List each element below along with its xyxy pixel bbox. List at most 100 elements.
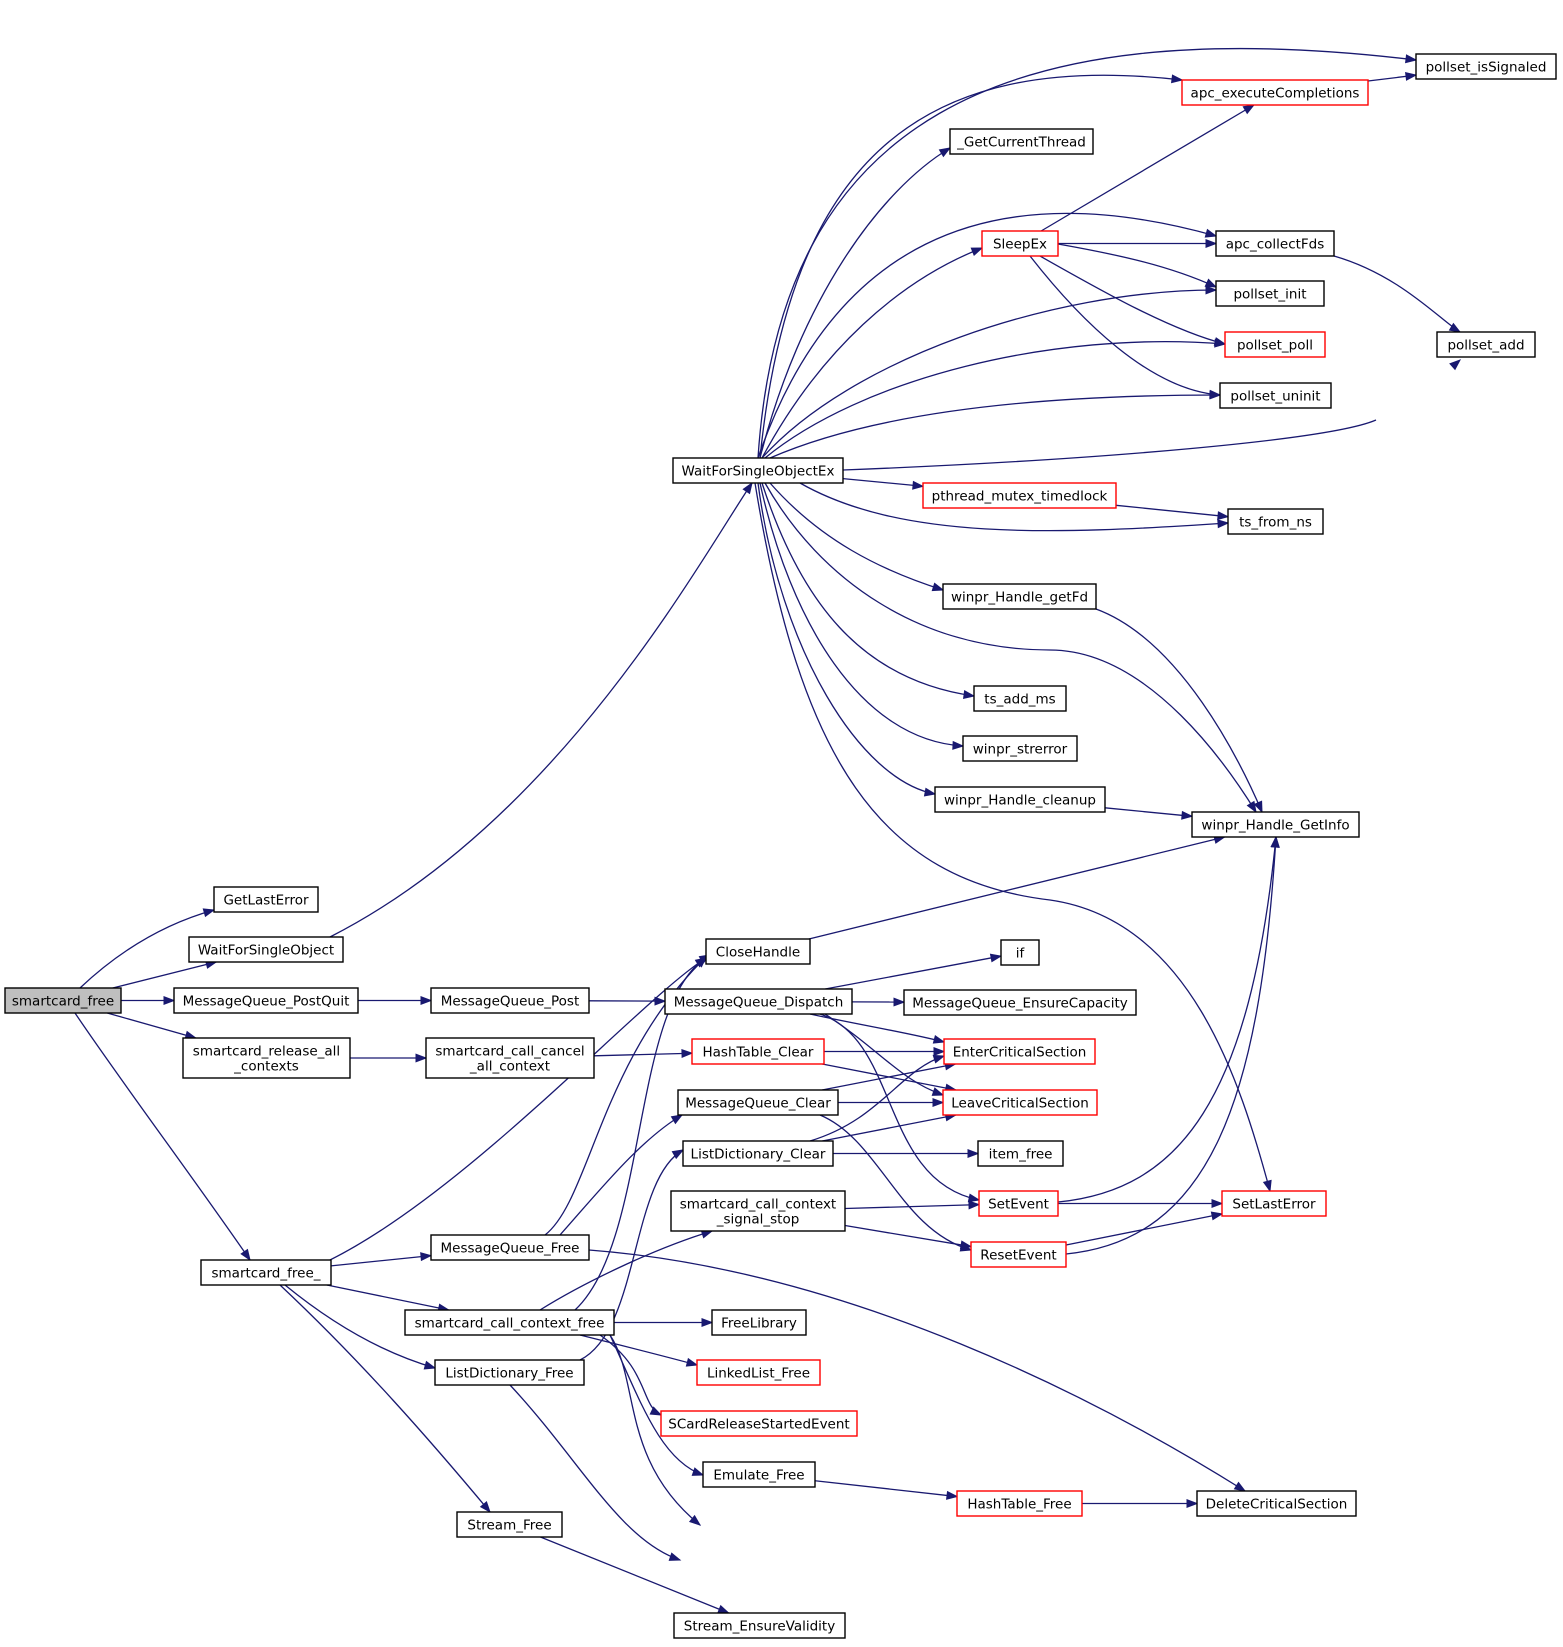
node-MessageQueue_Post[interactable]: MessageQueue_Post [430,987,590,1014]
node-ResetEvent[interactable]: ResetEvent [970,1241,1067,1268]
node-WaitForSingleObject[interactable]: WaitForSingleObject [188,936,344,963]
node-apc_executeCompletions[interactable]: apc_executeCompletions [1181,79,1369,106]
node-smartcard_release_all_contexts[interactable]: smartcard_release_all_contexts [182,1037,351,1079]
node-item_free[interactable]: item_free [977,1140,1064,1167]
node-MessageQueue_PostQuit[interactable]: MessageQueue_PostQuit [173,987,359,1014]
node-box[interactable] [903,989,1137,1016]
node-box[interactable] [1215,230,1335,257]
node-HashTable_Clear[interactable]: HashTable_Clear [691,1038,825,1065]
node-MessageQueue_EnsureCapacity[interactable]: MessageQueue_EnsureCapacity [903,989,1137,1016]
node-SetLastError[interactable]: SetLastError [1221,1190,1327,1217]
node-box[interactable] [943,1038,1096,1065]
node-Stream_Free[interactable]: Stream_Free [456,1511,563,1538]
node-box[interactable] [1436,331,1536,358]
node-box[interactable] [670,1190,846,1232]
node-box[interactable] [1224,331,1326,358]
node-box[interactable] [434,1359,585,1386]
node-box[interactable] [430,1234,590,1261]
node-pollset_add[interactable]: pollset_add [1436,331,1536,358]
node-LeaveCriticalSection[interactable]: LeaveCriticalSection [942,1089,1098,1116]
node-if[interactable]: if [1000,939,1040,966]
node-ts_from_ns[interactable]: ts_from_ns [1227,508,1324,535]
node-box[interactable] [660,1410,858,1437]
node-box[interactable] [682,1140,834,1167]
node-box[interactable] [213,886,319,913]
node-Emulate_Free[interactable]: Emulate_Free [702,1461,816,1488]
node-smartcard_call_context_signal_stop[interactable]: smartcard_call_context_signal_stop [670,1190,846,1232]
node-box[interactable] [677,1089,839,1116]
node-pollset_isSignaled[interactable]: pollset_isSignaled [1415,53,1557,80]
node-apc_collectFds[interactable]: apc_collectFds [1215,230,1335,257]
node-box[interactable] [942,1089,1098,1116]
node-MessageQueue_Clear[interactable]: MessageQueue_Clear [677,1089,839,1116]
node-Stream_EnsureValidity[interactable]: Stream_EnsureValidity [673,1612,846,1639]
node-SleepEx[interactable]: SleepEx [981,230,1059,257]
node-box[interactable] [970,1241,1067,1268]
node-box[interactable] [949,128,1094,155]
node-HashTable_Free[interactable]: HashTable_Free [956,1490,1083,1517]
node-SetEvent[interactable]: SetEvent [978,1190,1059,1217]
node-MessageQueue_Dispatch[interactable]: MessageQueue_Dispatch [664,988,853,1015]
node-box[interactable] [456,1511,563,1538]
node-winpr_Handle_cleanup[interactable]: winpr_Handle_cleanup [934,786,1106,813]
node-ListDictionary_Free[interactable]: ListDictionary_Free [434,1359,585,1386]
node-_GetCurrentThread[interactable]: _GetCurrentThread [949,128,1094,155]
node-DeleteCriticalSection[interactable]: DeleteCriticalSection [1196,1490,1357,1517]
node-box[interactable] [973,685,1067,712]
node-box[interactable] [922,482,1117,509]
node-smartcard_free[interactable]: smartcard_free [4,987,122,1014]
node-GetLastError[interactable]: GetLastError [213,886,319,913]
node-smartcard_call_context_free[interactable]: smartcard_call_context_free [404,1309,615,1336]
node-pollset_poll[interactable]: pollset_poll [1224,331,1326,358]
node-box[interactable] [173,987,359,1014]
node-box[interactable] [188,936,344,963]
node-box[interactable] [1191,811,1360,838]
node-WaitForSingleObjectEx[interactable]: WaitForSingleObjectEx [672,457,844,484]
node-box[interactable] [1181,79,1369,106]
node-box[interactable] [1000,939,1040,966]
node-winpr_Handle_getFd[interactable]: winpr_Handle_getFd [942,583,1097,610]
node-box[interactable] [981,230,1059,257]
node-EnterCriticalSection[interactable]: EnterCriticalSection [943,1038,1096,1065]
node-ListDictionary_Clear[interactable]: ListDictionary_Clear [682,1140,834,1167]
node-box[interactable] [711,1309,807,1336]
node-box[interactable] [962,735,1078,762]
node-box[interactable] [705,938,811,965]
node-pollset_init[interactable]: pollset_init [1215,280,1325,307]
node-pollset_uninit[interactable]: pollset_uninit [1219,382,1332,409]
node-box[interactable] [430,987,590,1014]
node-LinkedList_Free[interactable]: LinkedList_Free [696,1359,821,1386]
node-SCardReleaseStartedEvent[interactable]: SCardReleaseStartedEvent [660,1410,858,1437]
node-winpr_Handle_GetInfo[interactable]: winpr_Handle_GetInfo [1191,811,1360,838]
node-box[interactable] [702,1461,816,1488]
node-box[interactable] [942,583,1097,610]
node-box[interactable] [977,1140,1064,1167]
node-box[interactable] [1227,508,1324,535]
node-box[interactable] [1221,1190,1327,1217]
node-smartcard_call_cancel_all_context[interactable]: smartcard_call_cancel_all_context [425,1037,595,1079]
node-FreeLibrary[interactable]: FreeLibrary [711,1309,807,1336]
node-box[interactable] [1415,53,1557,80]
node-ts_add_ms[interactable]: ts_add_ms [973,685,1067,712]
node-box[interactable] [425,1037,595,1079]
node-box[interactable] [182,1037,351,1079]
node-pthread_mutex_timedlock[interactable]: pthread_mutex_timedlock [922,482,1117,509]
node-box[interactable] [672,457,844,484]
node-box[interactable] [1215,280,1325,307]
node-box[interactable] [200,1259,332,1286]
node-box[interactable] [404,1309,615,1336]
node-MessageQueue_Free[interactable]: MessageQueue_Free [430,1234,590,1261]
node-box[interactable] [934,786,1106,813]
node-box[interactable] [696,1359,821,1386]
node-box[interactable] [691,1038,825,1065]
node-CloseHandle[interactable]: CloseHandle [705,938,811,965]
node-box[interactable] [4,987,122,1014]
node-box[interactable] [1219,382,1332,409]
node-box[interactable] [978,1190,1059,1217]
node-smartcard_free_[interactable]: smartcard_free_ [200,1259,332,1286]
node-winpr_strerror[interactable]: winpr_strerror [962,735,1078,762]
node-box[interactable] [664,988,853,1015]
node-box[interactable] [1196,1490,1357,1517]
node-box[interactable] [673,1612,846,1639]
node-box[interactable] [956,1490,1083,1517]
